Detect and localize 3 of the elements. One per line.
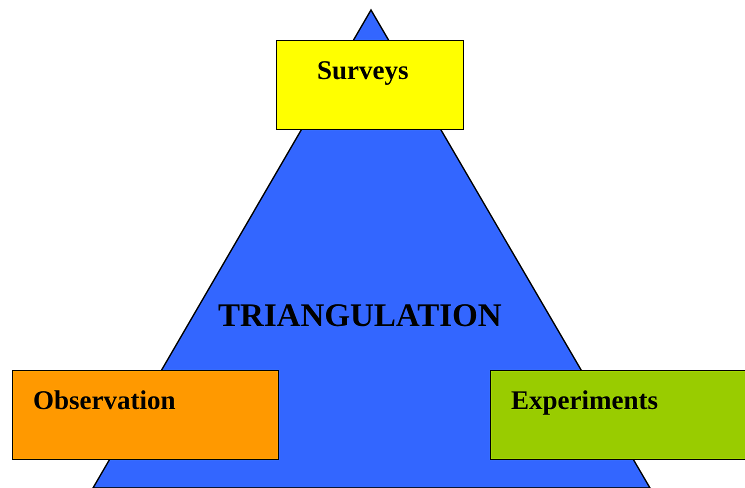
triangle-label: TRIANGULATION (218, 298, 502, 335)
category-box: Experiments (490, 370, 745, 460)
category-box: Observation (12, 370, 279, 460)
